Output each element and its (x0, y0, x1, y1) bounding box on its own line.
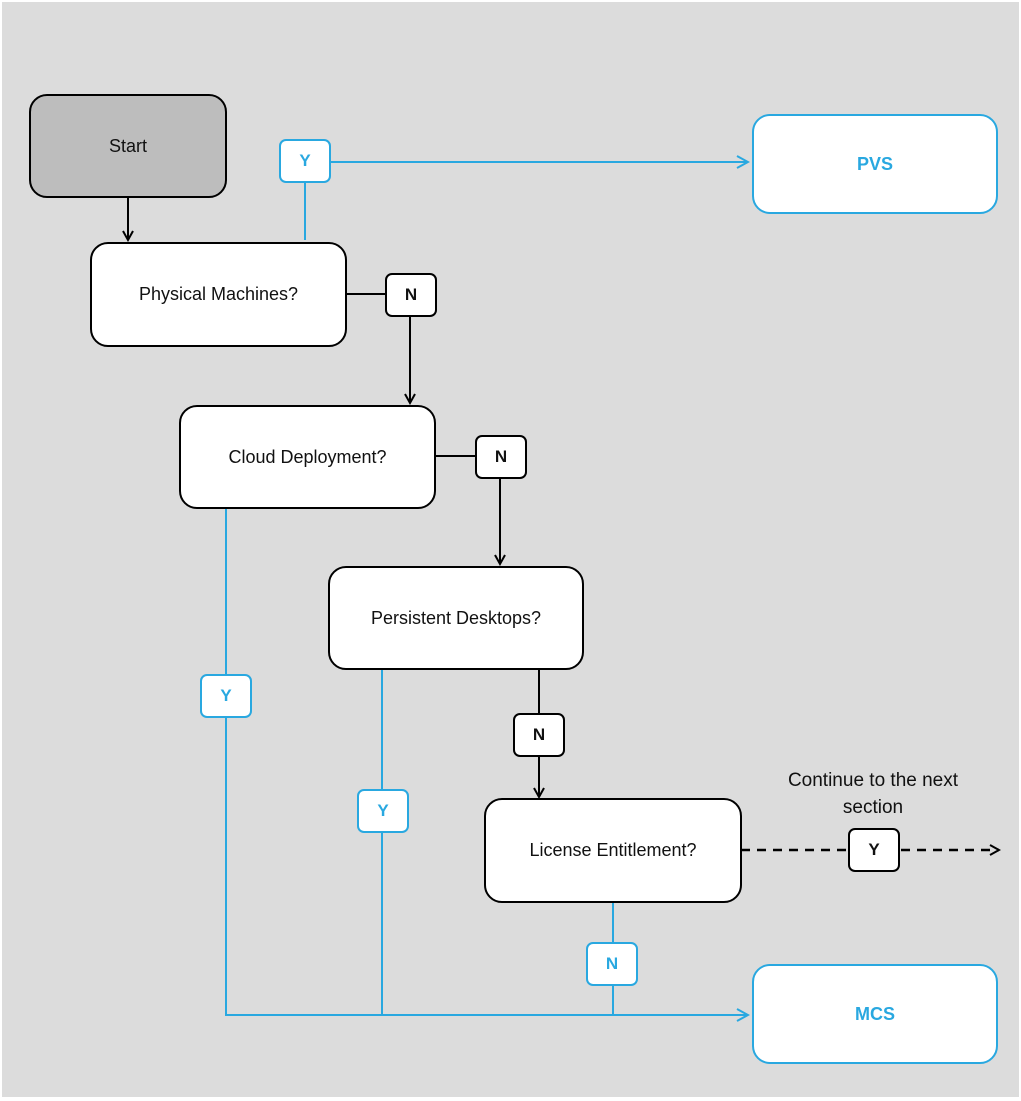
physical-yes-text: Y (299, 151, 311, 170)
license-entitlement-node: License Entitlement? (484, 798, 742, 903)
physical-machines-node: Physical Machines? (90, 242, 347, 347)
persistent-desktops-node: Persistent Desktops? (328, 566, 584, 670)
pvs-node: PVS (752, 114, 998, 214)
license-yes-tag: Y (848, 828, 900, 872)
start-label: Start (108, 135, 147, 156)
persistent-desktops-label: Persistent Desktops? (370, 607, 542, 628)
cloud-yes-tag: Y (200, 674, 252, 718)
persistent-yes-text: Y (377, 801, 389, 820)
continue-note: Continue to the next section (787, 770, 959, 818)
license-yes-text: Y (868, 840, 880, 859)
cloud-deployment-label: Cloud Deployment? (228, 446, 387, 467)
pvs-label: PVS (856, 153, 894, 174)
physical-yes-tag: Y (279, 139, 331, 183)
cloud-no-text: N (494, 447, 508, 466)
cloud-yes-text: Y (220, 686, 232, 705)
mcs-node: MCS (752, 964, 998, 1064)
physical-no-tag: N (385, 273, 437, 317)
edge-physical-pvs (304, 162, 748, 240)
mcs-label: MCS (855, 1003, 895, 1024)
license-no-tag: N (586, 942, 638, 986)
license-entitlement-label: License Entitlement? (529, 840, 697, 860)
persistent-no-tag: N (513, 713, 565, 757)
persistent-no-text: N (532, 725, 546, 744)
physical-no-text: N (404, 285, 418, 304)
physical-machines-label: Physical Machines? (138, 284, 299, 304)
persistent-yes-tag: Y (357, 789, 409, 833)
cloud-deployment-node: Cloud Deployment? (179, 405, 436, 509)
cloud-no-tag: N (475, 435, 527, 479)
start-node: Start (29, 94, 227, 198)
license-no-text: N (605, 954, 619, 973)
